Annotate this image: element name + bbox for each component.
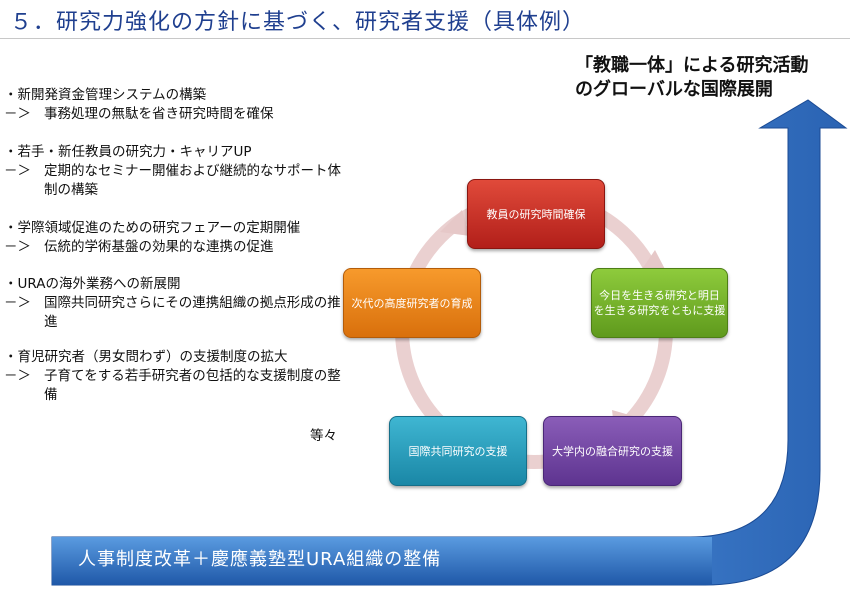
cycle-box-label: 国際共同研究の支援 bbox=[408, 444, 508, 458]
policy-head: ・新開発資金管理システムの構築 bbox=[4, 87, 207, 103]
policy-arrow: －＞ bbox=[4, 106, 31, 122]
base-band bbox=[52, 537, 712, 585]
cycle-box-research-time: 教員の研究時間確保 bbox=[467, 179, 605, 249]
cycle-box-label: 大学内の融合研究の支援 bbox=[552, 444, 673, 458]
title-divider bbox=[0, 38, 850, 39]
base-label: 人事制度改革＋慶應義塾型URA組織の整備 bbox=[78, 549, 442, 570]
cycle-box-fusion-research: 大学内の融合研究の支援 bbox=[543, 416, 682, 486]
cycle-box-international: 国際共同研究の支援 bbox=[389, 416, 527, 486]
cycle-box-label: を生きる研究をともに支援 bbox=[593, 304, 726, 317]
policy-arrow: －＞ bbox=[4, 295, 31, 311]
cycle-box-next-generation: 次代の高度研究者の育成 bbox=[343, 268, 481, 338]
page-title: ５．研究力強化の方針に基づく、研究者支援（具体例） bbox=[10, 10, 586, 35]
policy-head: ・若手・新任教員の研究力・キャリアUP bbox=[4, 144, 252, 160]
policy-detail: 国際共同研究さらにその連携組織の拠点形成の推進 bbox=[44, 295, 341, 330]
goal-line: のグローバルな国際展開 bbox=[575, 79, 773, 100]
goal-text: 「教職一体」による研究活動 のグローバルな国際展開 bbox=[575, 54, 845, 102]
policy-head: ・URAの海外業務への新展開 bbox=[4, 276, 181, 292]
policy-detail: 事務処理の無駄を省き研究時間を確保 bbox=[44, 106, 274, 122]
cycle-box-label: 今日を生きる研究と明日 bbox=[599, 289, 720, 302]
policy-detail: 定期的なセミナー開催および継続的なサポート体制の構築 bbox=[44, 163, 341, 198]
policy-head: ・学際領域促進のための研究フェアーの定期開催 bbox=[4, 220, 301, 236]
policy-item: ・育児研究者（男女問わず）の支援制度の拡大 －＞ 子育てをする若手研究者の包括的… bbox=[4, 348, 364, 405]
cycle-box-today-tomorrow: 今日を生きる研究と明日 を生きる研究をともに支援 bbox=[591, 268, 728, 338]
growth-arrow bbox=[51, 99, 848, 586]
policy-detail: 子育てをする若手研究者の包括的な支援制度の整備 bbox=[44, 368, 341, 403]
policy-arrow: －＞ bbox=[4, 163, 31, 179]
policy-head: ・育児研究者（男女問わず）の支援制度の拡大 bbox=[4, 349, 288, 365]
policy-detail: 伝統的学術基盤の効果的な連携の促進 bbox=[44, 239, 274, 255]
cycle-ring-arrowhead bbox=[440, 210, 470, 236]
policy-arrow: －＞ bbox=[4, 239, 31, 255]
etc-label: 等々 bbox=[310, 428, 337, 444]
policy-item: ・若手・新任教員の研究力・キャリアUP －＞ 定期的なセミナー開催および継続的な… bbox=[4, 143, 364, 200]
cycle-box-label: 教員の研究時間確保 bbox=[486, 207, 586, 221]
policy-item: ・新開発資金管理システムの構築 －＞ 事務処理の無駄を省き研究時間を確保 bbox=[4, 86, 364, 124]
policy-item: ・学際領域促進のための研究フェアーの定期開催 －＞ 伝統的学術基盤の効果的な連携… bbox=[4, 219, 364, 257]
policy-item: ・URAの海外業務への新展開 －＞ 国際共同研究さらにその連携組織の拠点形成の推… bbox=[4, 275, 364, 332]
policy-arrow: －＞ bbox=[4, 368, 31, 384]
goal-line: 「教職一体」による研究活動 bbox=[575, 55, 809, 76]
cycle-box-label: 次代の高度研究者の育成 bbox=[351, 296, 473, 310]
